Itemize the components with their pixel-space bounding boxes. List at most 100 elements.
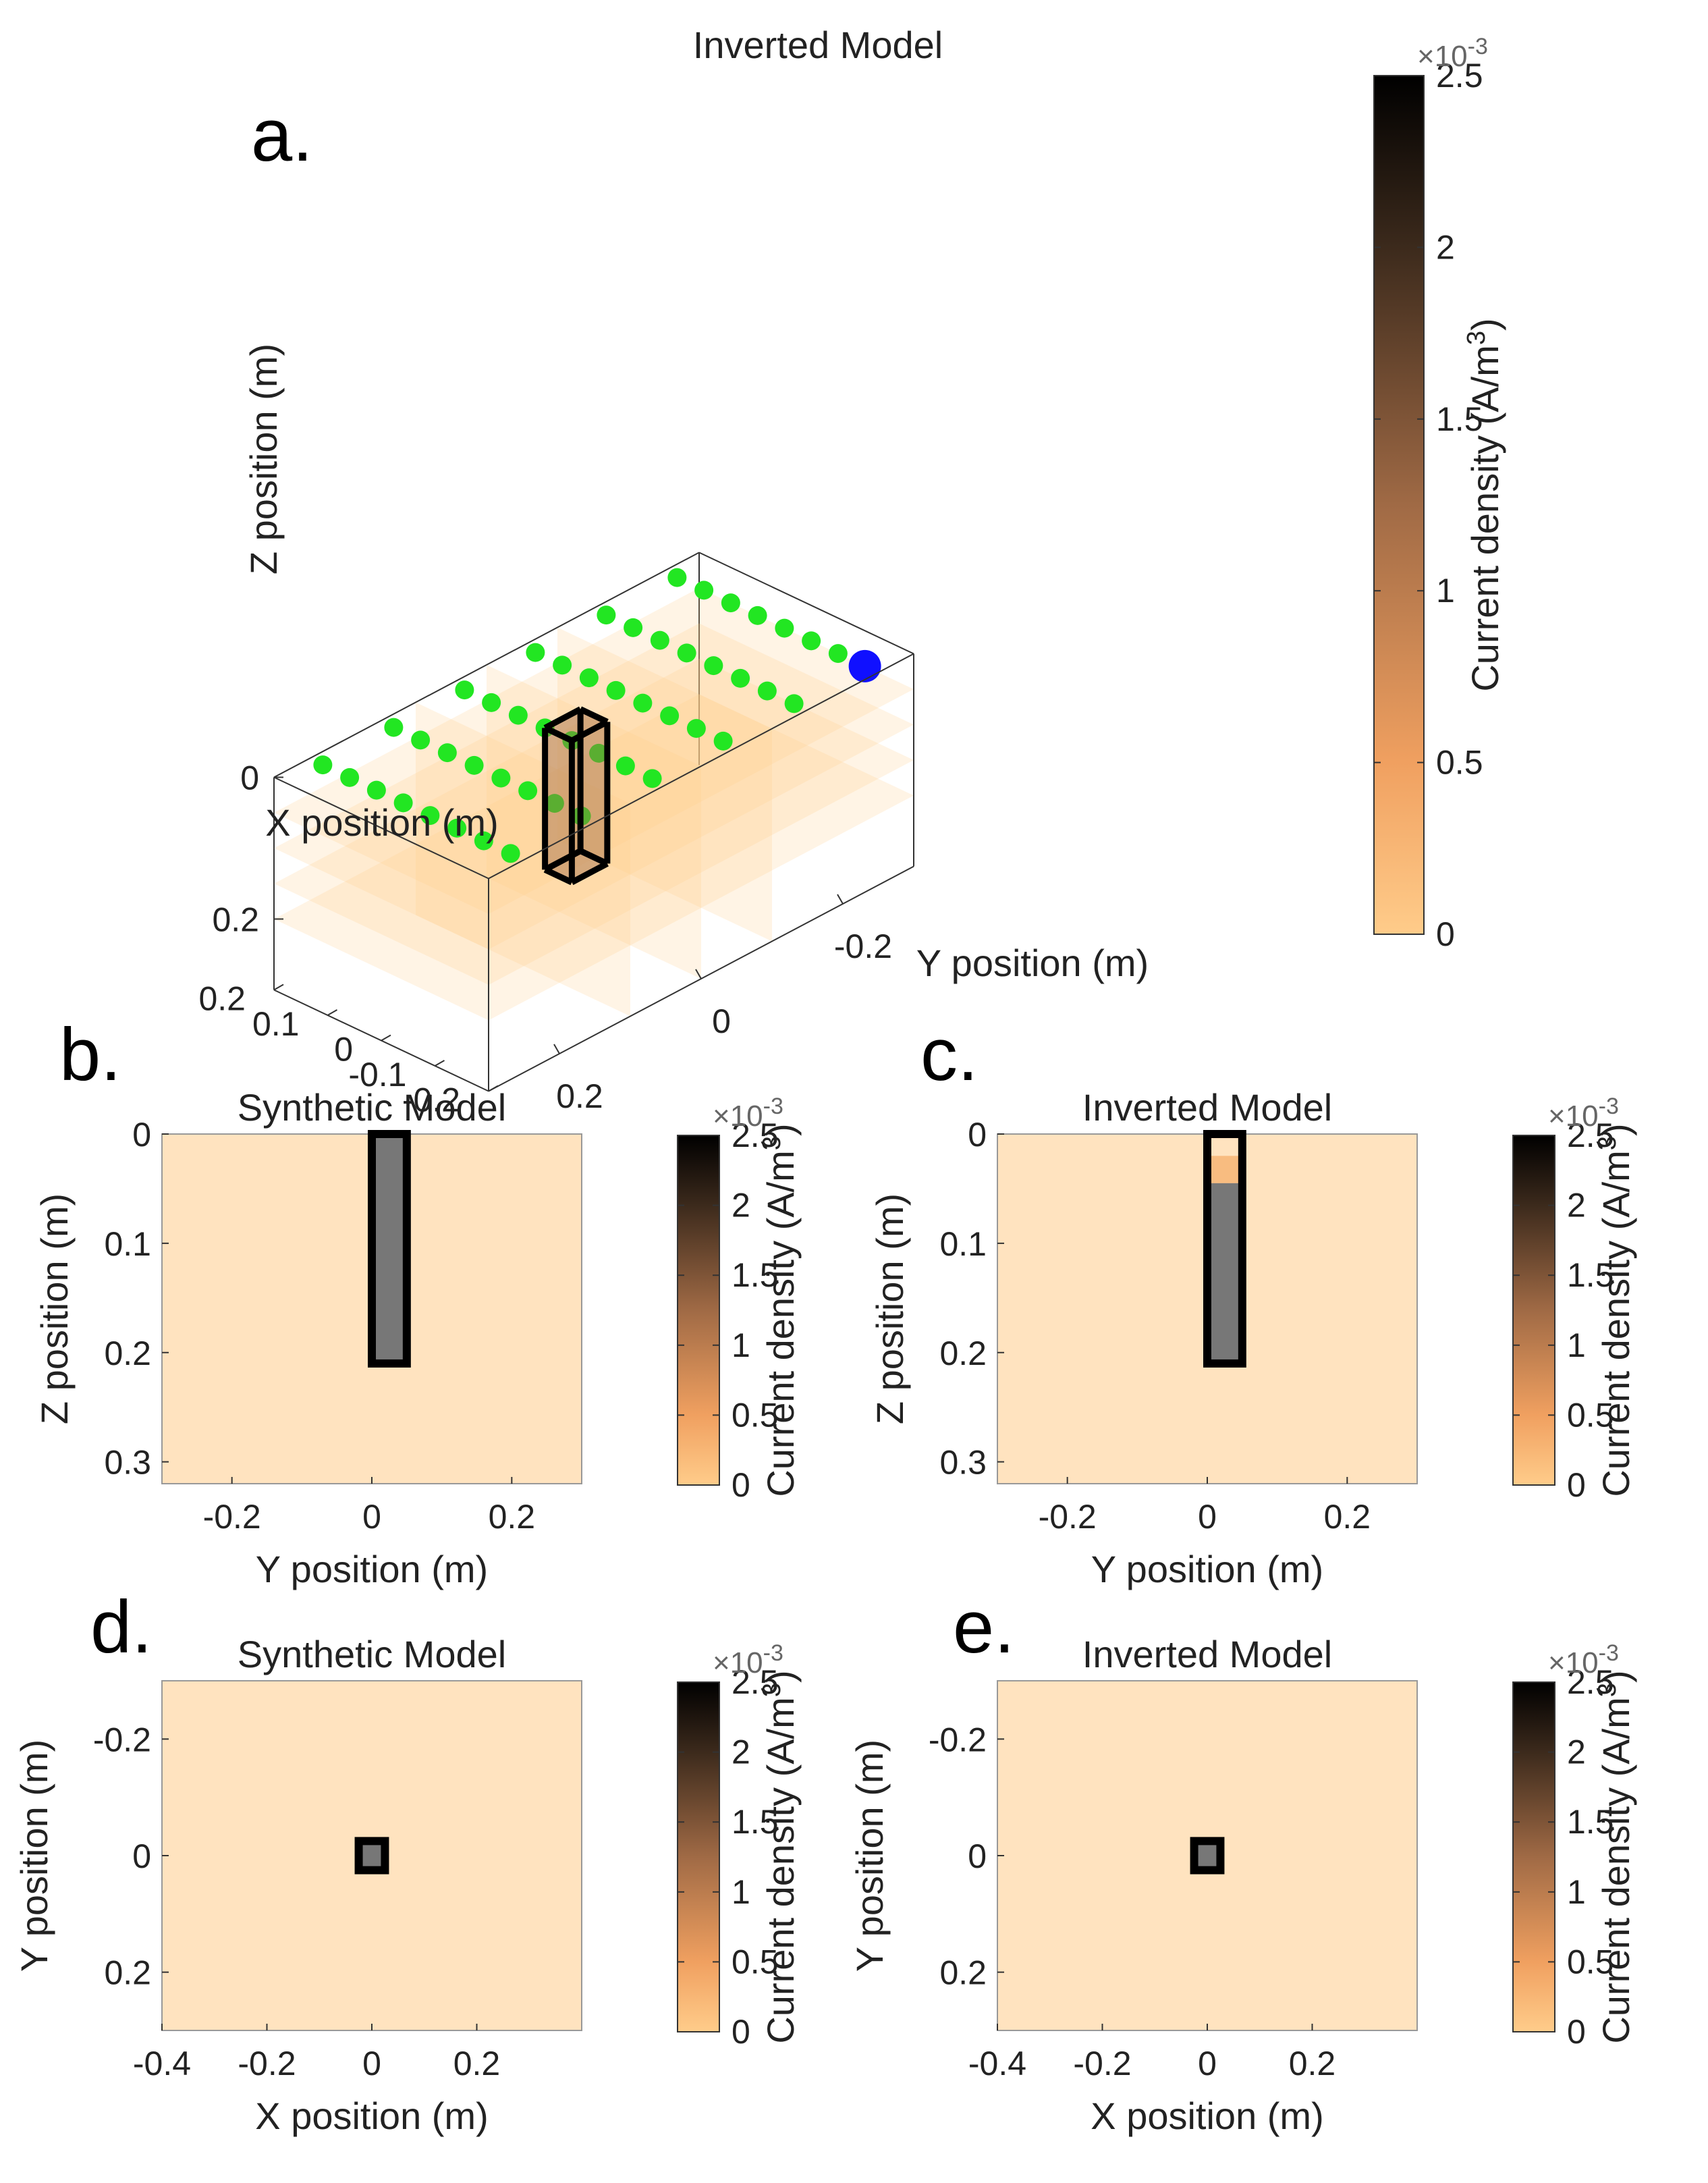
panel-c-colorbar-label: Current density (A/m3) <box>1593 1123 1637 1497</box>
panel-a-x-tick-mark <box>488 1085 499 1092</box>
panel-b-colorbar-tick-label: 0 <box>732 1466 750 1504</box>
panel-b-x-tick-label: 0.2 <box>489 1498 536 1536</box>
panel-d-colorbar-label: Current density (A/m3) <box>758 1670 802 2043</box>
panel-d-y-tick-label: 0 <box>132 1837 151 1875</box>
panel-e-letter: e. <box>953 1586 1015 1669</box>
panel-a-electrode <box>491 768 511 788</box>
panel-a-electrode <box>757 681 777 701</box>
panel-b-colorbar-label: Current density (A/m3) <box>758 1123 802 1497</box>
panel-a-electrode <box>384 718 404 737</box>
panel-a-electrode <box>597 605 616 625</box>
panel-a-y-tick-label: 0 <box>712 1002 731 1040</box>
panel-e-title: Inverted Model <box>1082 1633 1332 1675</box>
panel-d-x-axis-label: X position (m) <box>255 2095 488 2137</box>
panel-a-electrode <box>411 730 431 750</box>
panel-d-x-tick-label: -0.2 <box>238 2045 296 2082</box>
panel-a-electrode <box>775 618 794 638</box>
panel-e-colorbar-exponent: ×10-3 <box>1548 1640 1619 1679</box>
panel-d-x-tick-label: 0 <box>362 2045 381 2082</box>
panel-a-electrode <box>553 655 572 675</box>
panel-a-z-axis-label: Z position (m) <box>242 344 285 574</box>
panel-a-electrode <box>606 680 626 700</box>
panel-b-x-tick-label: 0 <box>362 1498 381 1536</box>
panel-e-y-axis-label: Y position (m) <box>848 1740 891 1972</box>
panel-a-x-tick-label: 0.2 <box>198 980 246 1018</box>
panel-a-electrode <box>313 755 333 775</box>
panel-e-colorbar-tick-label: 0.5 <box>1567 1943 1614 1980</box>
panel-b-x-tick-label: -0.2 <box>203 1498 261 1536</box>
panel-a-block-edge <box>579 706 609 725</box>
panel-d-title: Synthetic Model <box>238 1633 506 1675</box>
panel-a-electrode <box>455 680 474 700</box>
panel-e-y-tick-label: -0.2 <box>929 1721 987 1758</box>
panel-e-x-tick-label: 0 <box>1198 2045 1217 2082</box>
panel-a-colorbar-tick-label: 2.5 <box>1436 57 1483 95</box>
panel-a-block-edge <box>579 848 609 867</box>
panel-b-colorbar-tick-label: 2.5 <box>732 1116 779 1154</box>
panel-a-colorbar <box>1373 75 1425 935</box>
panel-a-colorbar-tick-label: 0.5 <box>1436 744 1483 782</box>
panel-c-y-tick-label: 0.1 <box>939 1225 987 1263</box>
panel-c-anomaly-cell <box>1207 1183 1242 1364</box>
panel-c-colorbar-tick-label: 0 <box>1567 1466 1586 1504</box>
panel-a-block-edge <box>570 861 609 886</box>
panel-a-colorbar-exponent: ×10-3 <box>1417 34 1488 73</box>
panel-e-y-tick-label: 0.2 <box>939 1954 987 1992</box>
panel-a-electrode <box>748 605 767 625</box>
panel-a-x-tick-label: 0 <box>334 1031 353 1069</box>
panel-a-electrode <box>420 806 440 826</box>
panel-a-electrode <box>686 719 706 738</box>
panel-a-electrode <box>704 656 723 676</box>
panel-c-title: Inverted Model <box>1082 1086 1332 1129</box>
panel-d-colorbar-exponent: ×10-3 <box>713 1640 783 1679</box>
panel-c-y-axis-label: Z position (m) <box>869 1193 911 1424</box>
panel-e-y-tick-label: 0 <box>968 1837 987 1875</box>
panel-c-colorbar <box>1512 1135 1555 1486</box>
panel-a-box-edge <box>273 776 489 880</box>
panel-a-y-tick-mark <box>695 969 702 979</box>
panel-a-x-tick-label: 0.1 <box>252 1005 300 1043</box>
panel-a-electrode <box>633 693 653 713</box>
panel-a-electrode <box>667 568 687 587</box>
panel-a-colorbar-tick-label: 1.5 <box>1436 400 1483 438</box>
panel-c-x-tick-label: 0.2 <box>1324 1498 1371 1536</box>
panel-e-x-tick-label: 0.2 <box>1289 2045 1336 2082</box>
panel-a-title: Inverted Model <box>693 24 943 66</box>
panel-d-anomaly-cell <box>358 1841 385 1870</box>
panel-a-vertical-slice <box>416 702 630 1017</box>
panel-b-letter: b. <box>59 1013 121 1096</box>
panel-a-y-tick-mark <box>553 1044 560 1054</box>
panel-a-block-edge <box>543 706 582 731</box>
panel-b-y-tick-label: 0.2 <box>104 1335 151 1372</box>
panel-a-x-tick-label: -0.2 <box>402 1081 460 1119</box>
panel-a-x-tick-mark <box>435 1060 445 1067</box>
panel-e-colorbar-tick-label: 2 <box>1567 1733 1586 1771</box>
panel-e-x-axis-label: X position (m) <box>1091 2095 1323 2137</box>
panel-a-horizontal-slice <box>274 659 914 985</box>
panel-a-colorbar-label: Current density (A/m3) <box>1462 318 1506 691</box>
panel-c-y-tick-label: 0.2 <box>939 1335 987 1372</box>
panel-a-colorbar-tick-label: 0 <box>1436 915 1455 953</box>
panel-b-colorbar-tick-label: 1.5 <box>732 1256 779 1294</box>
panel-d-colorbar <box>677 1681 720 2032</box>
panel-a-y-tick-mark <box>837 894 844 905</box>
panel-a-electrode <box>464 755 484 775</box>
panel-a-electrode <box>784 694 804 713</box>
panel-b-colorbar-tick-label: 1 <box>732 1326 750 1364</box>
panel-a-z-tick-label: 0.2 <box>212 901 259 939</box>
panel-c-y-tick-label: 0.3 <box>939 1444 987 1482</box>
panel-a-box-edge <box>488 653 914 880</box>
panel-a-y-axis-label: Y position (m) <box>916 942 1149 984</box>
panel-b-y-tick-label: 0.3 <box>104 1444 151 1482</box>
panel-a-electrode <box>474 831 493 851</box>
panel-c-colorbar-tick-label: 1.5 <box>1567 1256 1614 1294</box>
panel-a-electrode <box>447 818 467 838</box>
panel-d-colorbar-tick-label: 2 <box>732 1733 750 1771</box>
panel-a-y-tick-label: 0.2 <box>556 1077 603 1115</box>
panel-b-title: Synthetic Model <box>238 1086 506 1129</box>
panel-a-electrode <box>518 781 538 801</box>
panel-a-electrode <box>526 643 545 662</box>
